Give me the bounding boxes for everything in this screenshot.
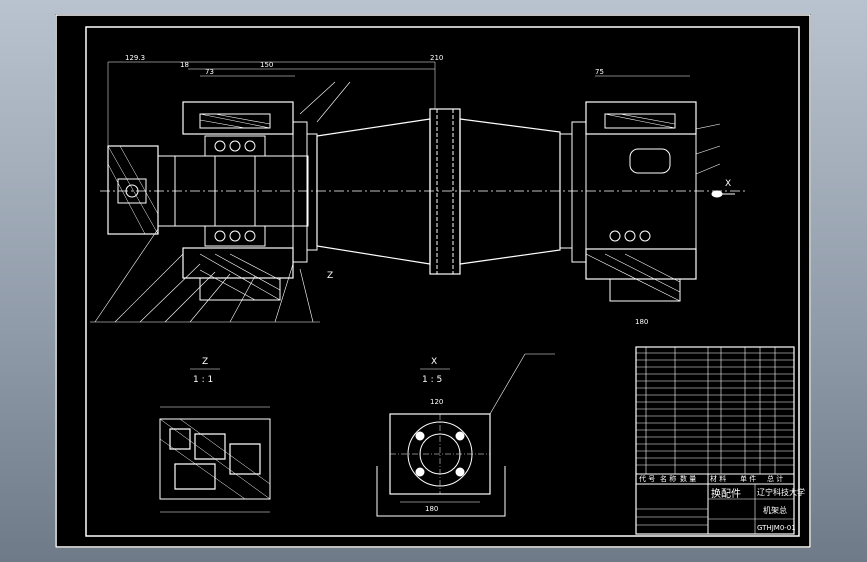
dim-150: 150 — [260, 61, 273, 69]
drawing-sheet: 129.3 18 150 210 73 75 120 180 180 Z 1 :… — [55, 14, 811, 548]
callout-z: Z — [327, 271, 333, 281]
outer-frame — [55, 14, 811, 548]
view-x-scale: 1 : 5 — [422, 375, 442, 385]
detail-z-label: Z — [202, 357, 208, 367]
tb-code: 代 号 — [639, 474, 655, 483]
dim-210: 210 — [430, 54, 443, 62]
inner-frame — [85, 26, 800, 537]
dim-18: 18 — [180, 61, 189, 69]
dim-73: 73 — [205, 68, 214, 76]
tb-product-name: 换配件 — [711, 487, 741, 500]
detail-z-view — [159, 368, 271, 513]
dim-75: 75 — [595, 68, 604, 76]
detail-z-scale: 1 : 1 — [193, 375, 213, 385]
tb-part-title: 机架总 — [763, 505, 787, 515]
tb-drawing-no: GTHJM0-01 — [757, 524, 796, 532]
dim-overall-left: 129.3 — [125, 54, 145, 62]
tb-total: 总 计 — [767, 474, 783, 483]
parts-list — [635, 346, 795, 535]
main-assembly-view — [90, 61, 745, 323]
arrow-x-label: X — [725, 179, 731, 189]
dim-180: 180 — [425, 505, 438, 513]
view-x-label: X — [431, 357, 437, 367]
view-x — [376, 353, 555, 517]
tb-school: 辽宁科技大学 — [757, 487, 805, 497]
tb-material: 材 料 — [710, 474, 726, 483]
dim-120: 120 — [430, 398, 443, 406]
tb-qty: 数 量 — [680, 474, 696, 483]
dim-bottom-right: 180 — [635, 318, 648, 326]
tb-name: 名 称 — [660, 474, 676, 483]
tb-weight: 单 件 — [740, 474, 756, 483]
cad-drawing: 129.3 18 150 210 73 75 120 180 180 Z 1 :… — [55, 14, 811, 548]
